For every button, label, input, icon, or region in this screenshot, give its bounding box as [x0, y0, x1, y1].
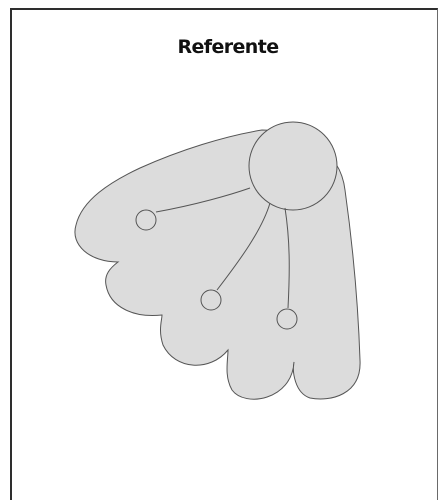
node-circle-right — [277, 309, 297, 329]
node-circle-middle — [201, 290, 221, 310]
head-circle — [249, 122, 337, 210]
node-circle-left — [136, 210, 156, 230]
